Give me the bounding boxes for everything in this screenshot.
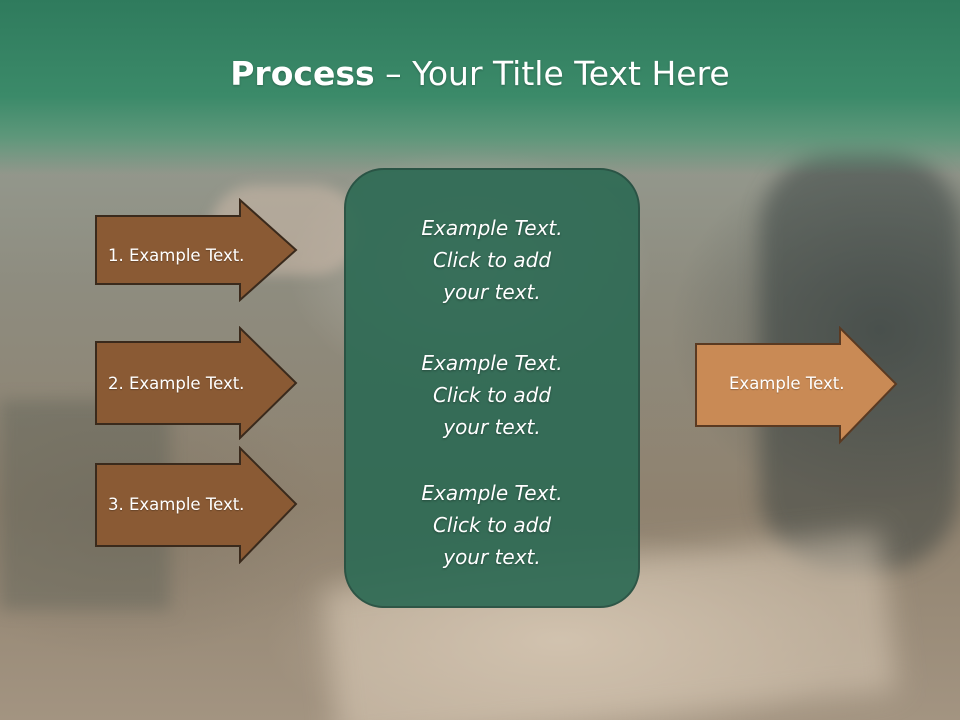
left-arrow-3-label: 3. Example Text. <box>108 495 245 514</box>
right-arrow-label: Example Text. <box>729 374 845 393</box>
header-band <box>0 0 960 175</box>
center-block-1-line2: Click to add <box>432 248 552 272</box>
center-block-1-line1: Example Text. <box>421 216 563 240</box>
center-block-3-line3: your text. <box>443 545 541 569</box>
left-arrow-2-label: 2. Example Text. <box>108 374 245 393</box>
center-block-3-line2: Click to add <box>432 513 552 537</box>
left-arrow-1[interactable] <box>94 198 300 302</box>
center-block-2[interactable]: Example Text. Click to add your text. <box>344 347 640 443</box>
center-block-3[interactable]: Example Text. Click to add your text. <box>344 477 640 573</box>
center-block-3-line1: Example Text. <box>421 481 563 505</box>
center-block-2-line3: your text. <box>443 415 541 439</box>
center-content-box[interactable] <box>344 168 640 608</box>
slide-title[interactable]: Process – Your Title Text Here <box>0 52 960 96</box>
title-bold: Process <box>230 54 375 93</box>
center-block-2-line2: Click to add <box>432 383 552 407</box>
center-block-1-line3: your text. <box>443 280 541 304</box>
center-block-1[interactable]: Example Text. Click to add your text. <box>344 212 640 308</box>
center-block-2-line1: Example Text. <box>421 351 563 375</box>
title-rest: – Your Title Text Here <box>374 54 730 93</box>
left-arrow-3[interactable] <box>94 446 300 564</box>
right-arrow[interactable] <box>694 326 900 446</box>
left-arrow-1-label: 1. Example Text. <box>108 246 245 265</box>
left-arrow-2[interactable] <box>94 326 300 440</box>
